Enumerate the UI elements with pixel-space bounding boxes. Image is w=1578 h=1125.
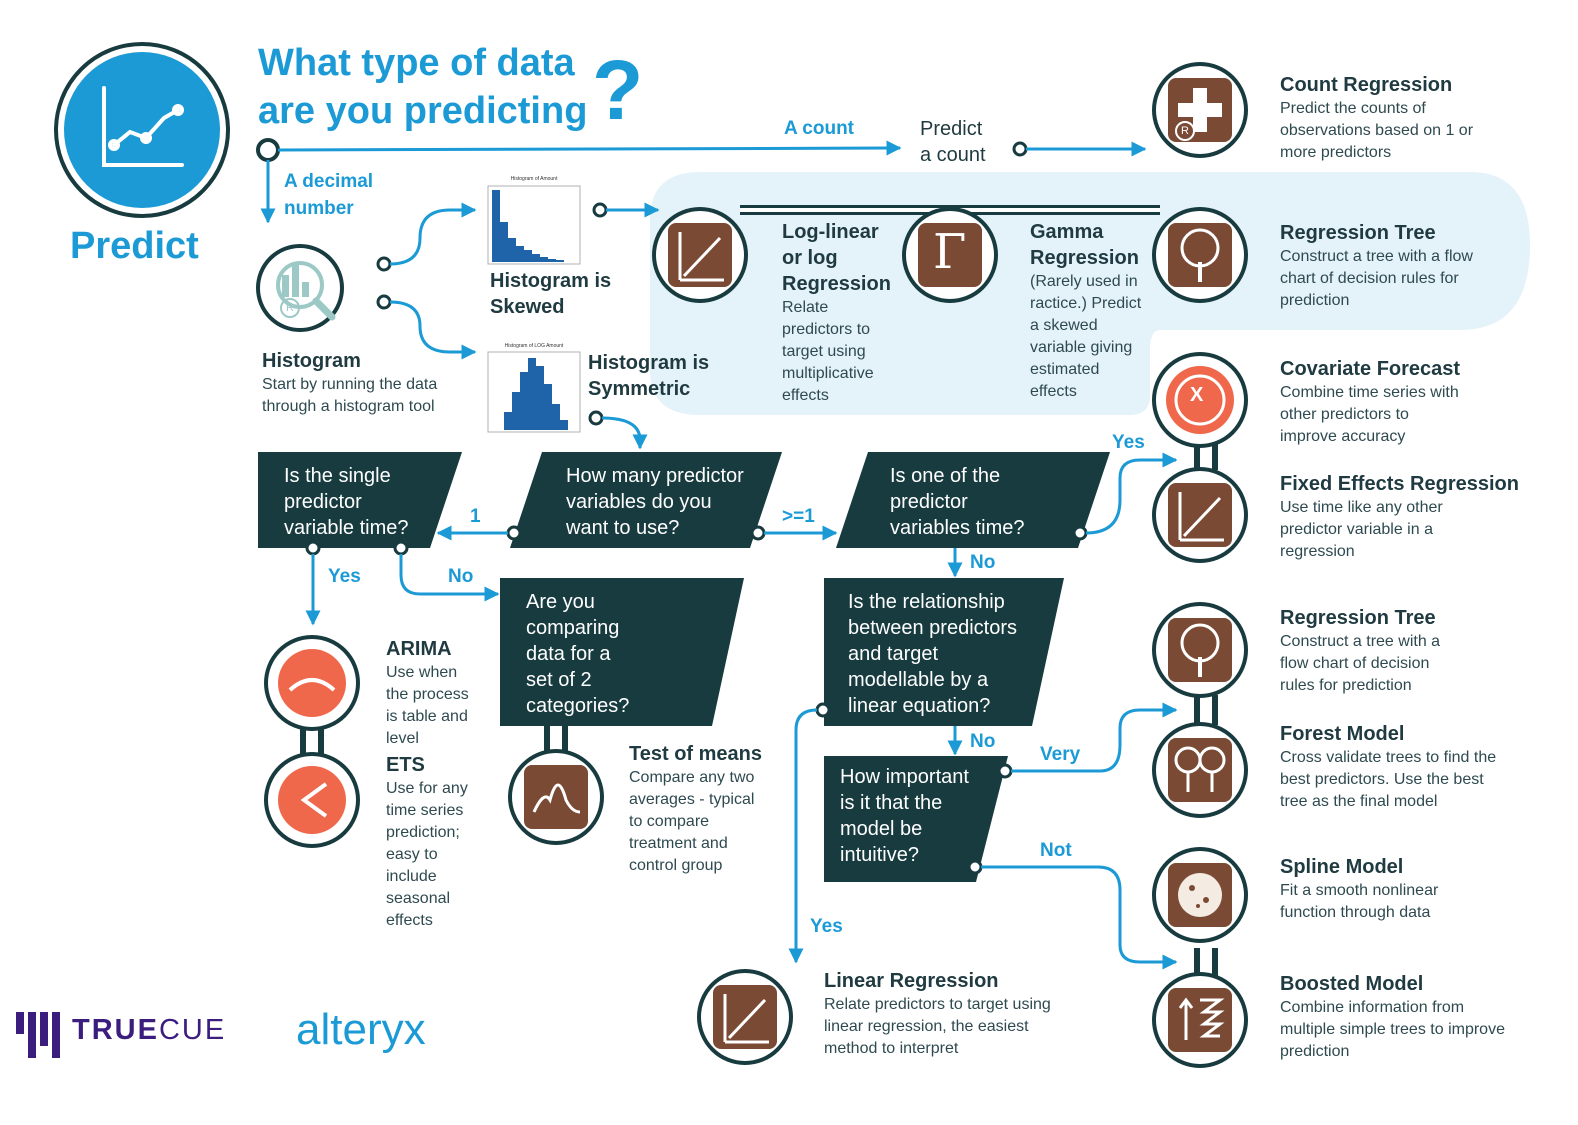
symmetric-histogram-chart: [487, 351, 581, 433]
skewed-chart-title: Histogram of Amount: [510, 176, 558, 182]
boosted-model-icon: [1152, 972, 1248, 1068]
start-node: [256, 138, 280, 162]
model-count-regression: Count Regression Predict the counts of o…: [1280, 74, 1474, 161]
regression-tree-top-icon: [1152, 207, 1248, 303]
label-no-mid-2: No: [970, 731, 996, 752]
spline-model-icon: [1152, 847, 1248, 943]
label-hist-skewed-2: Skewed: [490, 296, 565, 318]
model-arima: ARIMA Use when the process is table and …: [386, 638, 469, 747]
qbox-single-time: [258, 452, 462, 548]
ets-icon: [264, 752, 360, 848]
model-ets: ETS Use for any time series prediction; …: [386, 754, 468, 929]
r-badge-icon: R: [280, 298, 300, 318]
arima-icon: [264, 635, 360, 731]
label-no-left: No: [448, 566, 474, 587]
predict-circle: [64, 52, 220, 208]
qbox-one-time: [836, 452, 1110, 548]
model-forest: Forest Model Cross validate trees to fin…: [1280, 723, 1497, 810]
label-predict-count-2: a count: [920, 144, 986, 166]
model-gamma: Gamma Regression (Rarely used in ractice…: [1030, 221, 1142, 400]
regression-tree-mid-icon: [1152, 602, 1248, 698]
label-yes-top: Yes: [1112, 432, 1145, 453]
label-very: Very: [1040, 744, 1081, 765]
label-hist-skewed-1: Histogram is: [490, 270, 612, 292]
line-chart-icon: [102, 86, 184, 167]
qbox-intuitive: [824, 756, 1008, 882]
label-decimal-2: number: [284, 198, 354, 219]
histogram-magnifier-icon: [276, 261, 336, 321]
loglinear-regression-icon: [652, 207, 748, 303]
histogram-desc-1: Start by running the data: [262, 376, 438, 393]
model-spline: Spline Model Fit a smooth nonlinear func…: [1280, 856, 1439, 921]
model-linear: Linear Regression Relate predictors to t…: [824, 970, 1051, 1057]
predict-count-node: [1012, 141, 1028, 157]
label-decimal-1: A decimal: [284, 171, 374, 192]
model-covariate: Covariate Forecast Combine time series w…: [1280, 358, 1461, 445]
question-mark: ?: [592, 43, 644, 137]
label-no-mid-1: No: [970, 552, 996, 573]
histogram-desc-2: through a histogram tool: [262, 398, 435, 415]
sym-chart-title: Histogram of LOG Amount: [504, 343, 564, 349]
gamma-regression-icon: [902, 207, 998, 303]
r-badge-icon: R: [1175, 121, 1195, 141]
model-test-means: Test of means Compare any two averages -…: [629, 743, 762, 874]
label-not: Not: [1040, 840, 1072, 861]
alteryx-wordmark: alteryx: [296, 1005, 426, 1054]
predict-label: Predict: [70, 225, 199, 267]
qbox-comparing: [500, 578, 744, 726]
highlight-region: [650, 172, 1530, 415]
linear-regression-icon: [697, 969, 793, 1065]
label-ge1: >=1: [782, 506, 815, 527]
truecue-logo-mark: [16, 1012, 60, 1058]
qbox-how-many: [510, 452, 782, 548]
covariate-x-glyph: X: [1190, 384, 1204, 406]
model-fixed-effects: Fixed Effects Regression Use time like a…: [1280, 473, 1519, 560]
label-yes-left: Yes: [328, 566, 361, 587]
histogram-title: Histogram: [262, 350, 361, 372]
label-a-count: A count: [784, 118, 855, 139]
forest-model-icon: [1152, 722, 1248, 818]
label-hist-sym-1: Histogram is: [588, 352, 710, 374]
count-regression-icon: [1152, 62, 1248, 158]
label-yes-bottom: Yes: [810, 916, 843, 937]
covariate-forecast-icon: [1152, 352, 1248, 448]
gamma-glyph: Γ: [933, 224, 967, 280]
label-hist-sym-2: Symmetric: [588, 378, 691, 400]
label-one: 1: [470, 506, 481, 527]
model-loglinear: Log-linear or log Regression Relate pred…: [782, 221, 891, 404]
truecue-wordmark: TRUECUE: [72, 1014, 227, 1046]
model-regression-tree-mid: Regression Tree Construct a tree with a …: [1280, 607, 1441, 694]
title-line-2: are you predicting: [258, 90, 588, 132]
test-of-means-icon: [508, 749, 604, 845]
title-line-1: What type of data: [258, 42, 575, 84]
qbox-linear-eq: [824, 578, 1064, 726]
model-regression-tree-top: Regression Tree Construct a tree with a …: [1280, 222, 1473, 309]
fixed-effects-icon: [1152, 467, 1248, 563]
model-boosted: Boosted Model Combine information from m…: [1280, 973, 1505, 1060]
skewed-histogram-chart: [487, 185, 581, 265]
label-predict-count-1: Predict: [920, 118, 983, 140]
